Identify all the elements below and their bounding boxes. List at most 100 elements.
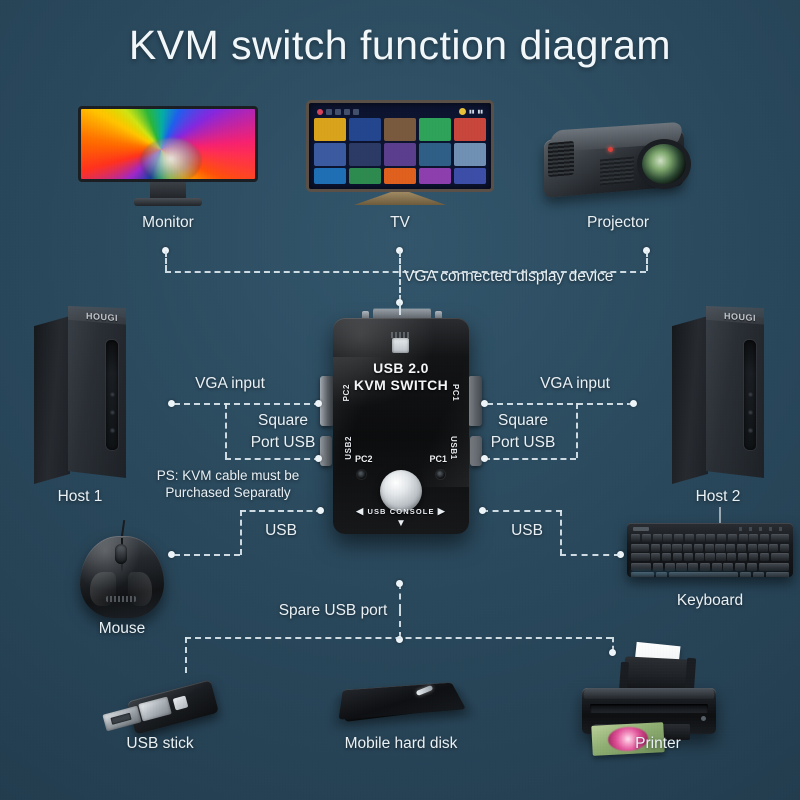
host-2-usb-label-line1: Square: [498, 412, 548, 429]
keyboard-brand-logo: [633, 527, 649, 531]
tower-front-io-strip: [106, 339, 118, 451]
connector-dot: [479, 507, 486, 514]
kvm-cable-note-line1: PS: KVM cable must be: [156, 468, 300, 483]
tower-top-bevel: [68, 306, 126, 325]
printer-lid: [584, 688, 714, 699]
kvm-pc1-vga-port: [468, 376, 482, 426]
tv-stand: [354, 192, 446, 205]
tv-screen: ▮▮▮▮: [306, 100, 494, 192]
connector-dot: [396, 580, 403, 587]
projector-lens: [642, 144, 686, 184]
monitor-stand-neck: [150, 182, 186, 198]
connector-line: [174, 403, 320, 405]
connector-line: [225, 403, 227, 458]
connector-line: [487, 403, 633, 405]
kvm-brand-line-2: KVM SWITCH: [353, 377, 449, 393]
host-1-usb-label-line1: Square: [258, 412, 308, 429]
connector-dot: [609, 649, 616, 656]
keyboard-device: [627, 507, 793, 585]
kvm-port-label-usb2: USB2: [344, 436, 353, 460]
connector-line: [185, 637, 612, 639]
host-1-vga-input-label: VGA input: [195, 375, 265, 392]
kvm-console-text: USB CONSOLE: [367, 507, 435, 516]
connector-dot: [315, 400, 322, 407]
arrow-left-icon: ◀: [356, 506, 365, 516]
connector-line: [560, 554, 620, 556]
keyboard-indicator-leds: [739, 527, 785, 531]
kvm-usb2-port: [320, 436, 332, 466]
kvm-pc2-vga-port: [320, 376, 334, 426]
kvm-led-label-pc2: PC2: [355, 454, 373, 464]
projector-grill: [600, 156, 634, 186]
tower-side-panel: [672, 316, 708, 484]
connector-line: [612, 637, 614, 651]
keyboard-label: Keyboard: [676, 592, 744, 609]
tv-app-row: [314, 168, 486, 184]
usb-stick-label: USB stick: [126, 735, 194, 752]
connector-dot: [630, 400, 637, 407]
kvm-port-label-pc2: PC2: [342, 384, 351, 402]
host-1-label: Host 1: [57, 488, 103, 505]
tv-device: ▮▮▮▮: [306, 100, 494, 210]
connector-dot: [481, 455, 488, 462]
kvm-brand-text: USB 2.0 KVM SWITCH: [333, 360, 469, 394]
printer-output-slot: [590, 704, 708, 713]
tv-label: TV: [390, 214, 410, 231]
tower-front-io-strip: [744, 339, 756, 451]
mouse-label: Mouse: [98, 620, 146, 637]
kvm-switch-device[interactable]: USB 2.0 KVM SWITCH PC2 PC1 USB2 USB1 PC2…: [320, 309, 482, 536]
host-1-usb-label-line2: Port USB: [250, 434, 316, 451]
monitor-stand-base: [134, 198, 202, 206]
usb-label-right: USB: [511, 522, 543, 539]
kvm-switch-body: USB 2.0 KVM SWITCH PC2 PC1 USB2 USB1 PC2…: [333, 318, 469, 534]
vga-display-group-label: VGA connected display device: [404, 268, 614, 285]
tower-top-bevel: [706, 306, 764, 325]
host-2-vga-input-label: VGA input: [540, 375, 610, 392]
connector-dot: [396, 636, 403, 643]
connector-dot: [396, 299, 403, 306]
connector-dot: [162, 247, 169, 254]
mobile-hard-disk-device: [336, 672, 467, 734]
printer-power-button: [701, 716, 706, 721]
keyboard-backlight-glow: [631, 571, 789, 575]
connector-line: [399, 583, 401, 610]
host-1-tower: HOUGI: [34, 306, 126, 484]
kvm-console-label: ◀ USB CONSOLE ▶: [333, 506, 469, 517]
monitor-screen: [78, 106, 258, 182]
host-2-usb-label-line2: Port USB: [490, 434, 556, 451]
connector-line: [225, 458, 320, 460]
connector-dot: [643, 247, 650, 254]
kvm-cable-note-line2: Purchased Separatly: [165, 485, 291, 500]
mobile-hard-disk-label: Mobile hard disk: [344, 735, 458, 752]
monitor-wallpaper-icon: [81, 109, 255, 179]
connector-line: [484, 458, 576, 460]
connector-line: [240, 510, 242, 555]
connector-dot: [617, 551, 624, 558]
connector-dot: [317, 507, 324, 514]
connector-line: [399, 303, 401, 315]
usb-b-port-icon: [390, 332, 411, 354]
usb-label-left: USB: [265, 522, 297, 539]
kvm-selector-button[interactable]: [380, 470, 422, 512]
kvm-led-label-pc1: PC1: [429, 454, 447, 464]
host-2-label: Host 2: [695, 488, 741, 505]
projector-vent: [548, 140, 574, 178]
connector-dot: [481, 400, 488, 407]
projector-power-led: [608, 147, 613, 152]
kvm-led-pc1: [436, 470, 445, 479]
connector-line: [165, 251, 167, 271]
kvm-port-label-pc1: PC1: [451, 384, 460, 402]
connector-line: [646, 251, 648, 271]
connector-line: [165, 271, 646, 273]
arrow-right-icon: ▶: [437, 506, 446, 516]
connector-line: [185, 637, 187, 673]
connector-dot: [168, 400, 175, 407]
tower-side-panel: [34, 316, 70, 484]
tv-tile-grid: [314, 118, 486, 166]
projector-label: Projector: [586, 214, 650, 231]
keyboard-body: [627, 523, 793, 577]
projector-device: [534, 118, 702, 210]
connector-dot: [396, 247, 403, 254]
printer-device: [568, 641, 728, 756]
connector-dot: [168, 551, 175, 558]
